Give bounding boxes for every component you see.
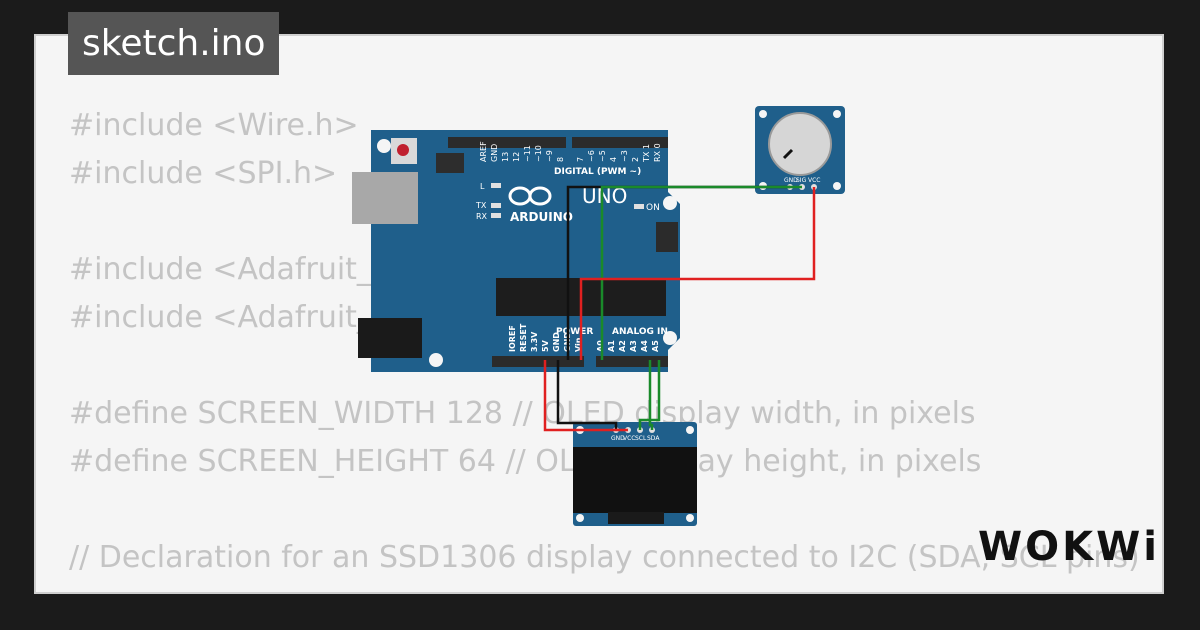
arduino-logo-icon: [508, 186, 552, 206]
analog-pin-label: A1: [607, 340, 616, 352]
digital-pin-label: ~3: [620, 150, 629, 162]
usb-port: [352, 172, 418, 224]
power-pin-label: 3.3V: [530, 331, 539, 352]
wire-oled-sda[interactable]: [648, 360, 654, 430]
power-pin-label: 5V: [541, 339, 550, 352]
digital-pin-label: 4: [609, 157, 618, 162]
power-pin-label: RESET: [519, 323, 528, 352]
wire-oled-gnd[interactable]: [556, 360, 618, 430]
digital-pin-label: ~6: [587, 150, 596, 162]
code-line: #define OLED_RESET -1 // Reset pin # (or…: [69, 582, 1162, 592]
rx-label: RX: [476, 212, 488, 221]
potentiometer-pin-label: GND: [784, 177, 798, 184]
digital-pin-label: TX 1: [642, 144, 651, 163]
analog-pin-label: A0: [596, 340, 605, 352]
digital-pin-label: AREF: [479, 141, 488, 162]
digital-pin-label: ~10: [534, 145, 543, 162]
arduino-uno-board[interactable]: ARDUINO UNO DIGITAL (PWM ~) POWER ANALOG…: [352, 130, 680, 372]
analog-pin-label: A5: [651, 340, 660, 352]
digital-header-right: [572, 137, 668, 148]
power-jack: [358, 318, 422, 358]
digital-pin-label: ~9: [545, 150, 554, 162]
oled-pin-label: GND: [611, 435, 625, 442]
analog-pin-label: A4: [640, 340, 649, 352]
code-line: #include <SPI.h>: [69, 156, 338, 191]
l-label: L: [480, 182, 485, 191]
digital-pin-label: RX 0: [653, 143, 662, 162]
power-header: [492, 356, 584, 367]
digital-pin-label: ~11: [523, 145, 532, 162]
digital-pin-label: 13: [501, 152, 510, 162]
code-line: // Declaration for an SSD1306 display co…: [69, 540, 1140, 575]
digital-pin-label: 12: [512, 152, 521, 162]
wire-pot-sig[interactable]: [600, 185, 802, 360]
digital-pin-label: 8: [556, 157, 565, 162]
analog-pin-label: A3: [629, 340, 638, 352]
oled-pin-label: SCL: [635, 435, 647, 442]
wokwi-logo: WOKWi: [978, 524, 1160, 570]
potentiometer-pin-label: SIG: [796, 177, 807, 184]
analog-pin-label: A2: [618, 340, 627, 352]
digital-header-left: [448, 137, 566, 148]
power-pin-label: Vin: [574, 337, 583, 352]
wire-oled-vcc[interactable]: [543, 360, 628, 432]
power-pin-label: IOREF: [508, 325, 517, 352]
digital-pin-label: GND: [490, 144, 499, 162]
digital-pin-label: 2: [631, 157, 640, 162]
digital-pin-label: 7: [576, 157, 585, 162]
arduino-brand: ARDUINO: [510, 210, 573, 224]
oled-screen: [573, 447, 697, 513]
on-label: ON: [646, 203, 660, 213]
analog-header: [596, 356, 668, 367]
wire-pot-vcc[interactable]: [579, 187, 816, 360]
wires: [543, 185, 816, 432]
digital-pin-label: ~5: [598, 150, 607, 162]
knob-icon[interactable]: [768, 112, 832, 176]
code-line: #include <Wire.h>: [69, 108, 359, 143]
power-label: POWER: [556, 327, 593, 337]
digital-label: DIGITAL (PWM ~): [554, 167, 641, 177]
analog-label: ANALOG IN: [612, 327, 668, 337]
oled-pin-label: SDA: [647, 435, 660, 442]
power-pin-label: GND: [552, 332, 561, 352]
tx-label: TX: [475, 201, 487, 210]
potentiometer-pin-label: VCC: [808, 177, 820, 184]
oled-pin-label: VCC: [623, 435, 635, 442]
file-tab[interactable]: sketch.ino: [68, 12, 280, 75]
